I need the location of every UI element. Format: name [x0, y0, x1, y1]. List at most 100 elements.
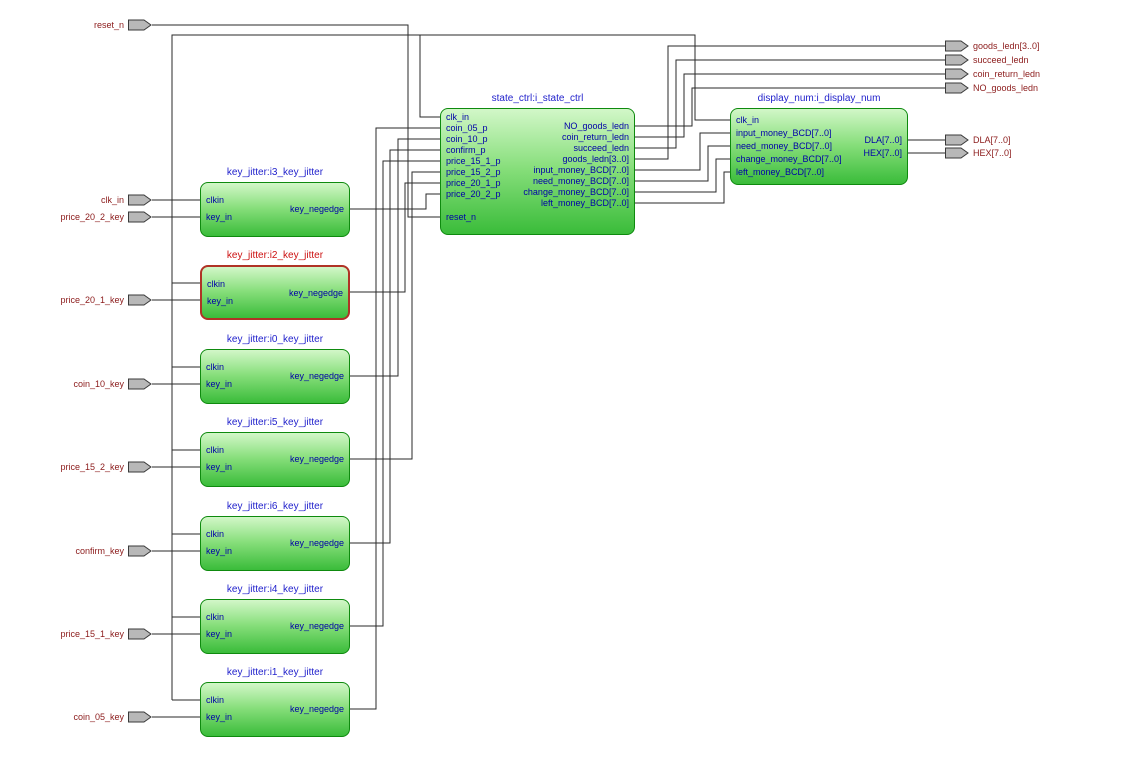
wire-price_20_2_p[interactable]: [350, 193, 440, 210]
input-pin-price_15_1_key[interactable]: price_15_1_key: [60, 628, 152, 640]
port-state_ctrl-clk_in: clk_in: [446, 112, 470, 122]
port-key_jitter_i5-key_in: key_in: [206, 462, 233, 472]
wire-coin_05_p[interactable]: [350, 127, 440, 710]
port-state_ctrl-succeed_ledn: succeed_ledn: [573, 143, 629, 153]
input-pin-symbol: [128, 294, 152, 306]
port-key_jitter_i2-key_negedge: key_negedge: [288, 288, 343, 298]
module-title-key_jitter_i5: key_jitter:i5_key_jitter: [226, 417, 324, 428]
module-body-key_jitter_i2[interactable]: clkin key_in key_negedge: [200, 265, 350, 320]
wire-input_money_BCD[interactable]: [635, 132, 730, 171]
port-key_jitter_i0-key_negedge: key_negedge: [289, 371, 344, 381]
pin-label-price_20_2_key: price_20_2_key: [60, 212, 124, 222]
pin-label-price_20_1_key: price_20_1_key: [60, 295, 124, 305]
wire-clk_trunk[interactable]: [171, 34, 730, 700]
wire-reset_n[interactable]: [152, 24, 440, 218]
wire-price_15_2_p[interactable]: [350, 171, 440, 460]
port-state_ctrl-confirm_p: confirm_p: [446, 145, 486, 155]
port-state_ctrl-price_15_2_p: price_15_2_p: [446, 167, 501, 177]
module-title-key_jitter_i0: key_jitter:i0_key_jitter: [226, 334, 324, 345]
port-display_num-HEX[7..0]: HEX[7..0]: [863, 148, 902, 158]
output-pin-HEX[7..0][interactable]: HEX[7..0]: [945, 147, 1012, 159]
port-key_jitter_i4-key_negedge: key_negedge: [289, 621, 344, 631]
module-title-state_ctrl: state_ctrl:i_state_ctrl: [491, 93, 584, 104]
port-key_jitter_i3-clkin: clkin: [206, 195, 225, 205]
wire-change_money_BCD[interactable]: [635, 158, 730, 193]
port-state_ctrl-coin_return_ledn: coin_return_ledn: [561, 132, 629, 142]
wire-coin_return_ledn[interactable]: [635, 73, 945, 138]
wire-left_money_BCD[interactable]: [635, 171, 730, 204]
input-pin-reset_n[interactable]: reset_n: [94, 19, 152, 31]
input-pin-confirm_key[interactable]: confirm_key: [75, 545, 152, 557]
input-pin-price_20_2_key[interactable]: price_20_2_key: [60, 211, 152, 223]
input-pin-symbol: [128, 461, 152, 473]
wire-NO_goods_ledn[interactable]: [635, 87, 945, 127]
output-pin-symbol: [945, 82, 969, 94]
pin-label-NO_goods_ledn: NO_goods_ledn: [973, 83, 1039, 93]
port-key_jitter_i2-clkin: clkin: [207, 279, 226, 289]
output-pin-symbol: [945, 134, 969, 146]
input-pin-symbol: [128, 194, 152, 206]
input-pin-price_15_2_key[interactable]: price_15_2_key: [60, 461, 152, 473]
wire-succeed_ledn[interactable]: [635, 59, 945, 149]
output-pin-symbol: [945, 68, 969, 80]
module-title-key_jitter_i1: key_jitter:i1_key_jitter: [226, 667, 324, 678]
port-display_num-change_money_BCD[7..0]: change_money_BCD[7..0]: [736, 154, 842, 164]
module-title-key_jitter_i3: key_jitter:i3_key_jitter: [226, 167, 324, 178]
port-display_num-input_money_BCD[7..0]: input_money_BCD[7..0]: [736, 128, 832, 138]
wire-clk_to_state_ctrl[interactable]: [419, 35, 440, 118]
wire-goods_ledn[interactable]: [635, 45, 945, 160]
port-state_ctrl-coin_10_p: coin_10_p: [446, 134, 488, 144]
wire-price_20_1_p[interactable]: [350, 182, 440, 293]
port-key_jitter_i2-key_in: key_in: [207, 296, 234, 306]
output-pin-coin_return_ledn[interactable]: coin_return_ledn: [945, 68, 1040, 80]
output-pin-NO_goods_ledn[interactable]: NO_goods_ledn: [945, 82, 1038, 94]
output-pin-goods_ledn[3..0][interactable]: goods_ledn[3..0]: [945, 40, 1040, 52]
pin-label-confirm_key: confirm_key: [75, 546, 124, 556]
pin-label-reset_n: reset_n: [93, 20, 124, 30]
pin-label-goods_ledn[3..0]: goods_ledn[3..0]: [973, 41, 1040, 51]
input-pin-clk_in[interactable]: clk_in: [101, 194, 152, 206]
port-key_jitter_i1-clkin: clkin: [206, 695, 225, 705]
pin-label-succeed_ledn: succeed_ledn: [973, 55, 1029, 65]
input-pin-price_20_1_key[interactable]: price_20_1_key: [60, 294, 152, 306]
wire-need_money_BCD[interactable]: [635, 145, 730, 182]
port-state_ctrl-price_20_1_p: price_20_1_p: [446, 178, 501, 188]
input-pin-coin_05_key[interactable]: coin_05_key: [73, 711, 152, 723]
port-key_jitter_i3-key_in: key_in: [206, 212, 233, 222]
port-display_num-clk_in: clk_in: [736, 115, 760, 125]
wire-confirm_p[interactable]: [350, 149, 440, 544]
port-state_ctrl-NO_goods_ledn: NO_goods_ledn: [563, 121, 629, 131]
module-title-key_jitter_i6: key_jitter:i6_key_jitter: [226, 501, 324, 512]
wire-coin_10_p[interactable]: [350, 138, 440, 377]
port-key_jitter_i5-clkin: clkin: [206, 445, 225, 455]
port-display_num-left_money_BCD[7..0]: left_money_BCD[7..0]: [736, 167, 825, 177]
output-pin-DLA[7..0][interactable]: DLA[7..0]: [945, 134, 1011, 146]
output-pin-succeed_ledn[interactable]: succeed_ledn: [945, 54, 1029, 66]
wire-price_15_1_p[interactable]: [350, 160, 440, 627]
pin-label-HEX[7..0]: HEX[7..0]: [973, 148, 1012, 158]
port-state_ctrl-left_money_BCD[7..0]: left_money_BCD[7..0]: [540, 198, 629, 208]
output-pin-symbol: [945, 147, 969, 159]
port-state_ctrl-price_15_1_p: price_15_1_p: [446, 156, 501, 166]
input-pin-coin_10_key[interactable]: coin_10_key: [73, 378, 152, 390]
input-pin-symbol: [128, 211, 152, 223]
input-pin-symbol: [128, 378, 152, 390]
port-key_jitter_i4-key_in: key_in: [206, 629, 233, 639]
